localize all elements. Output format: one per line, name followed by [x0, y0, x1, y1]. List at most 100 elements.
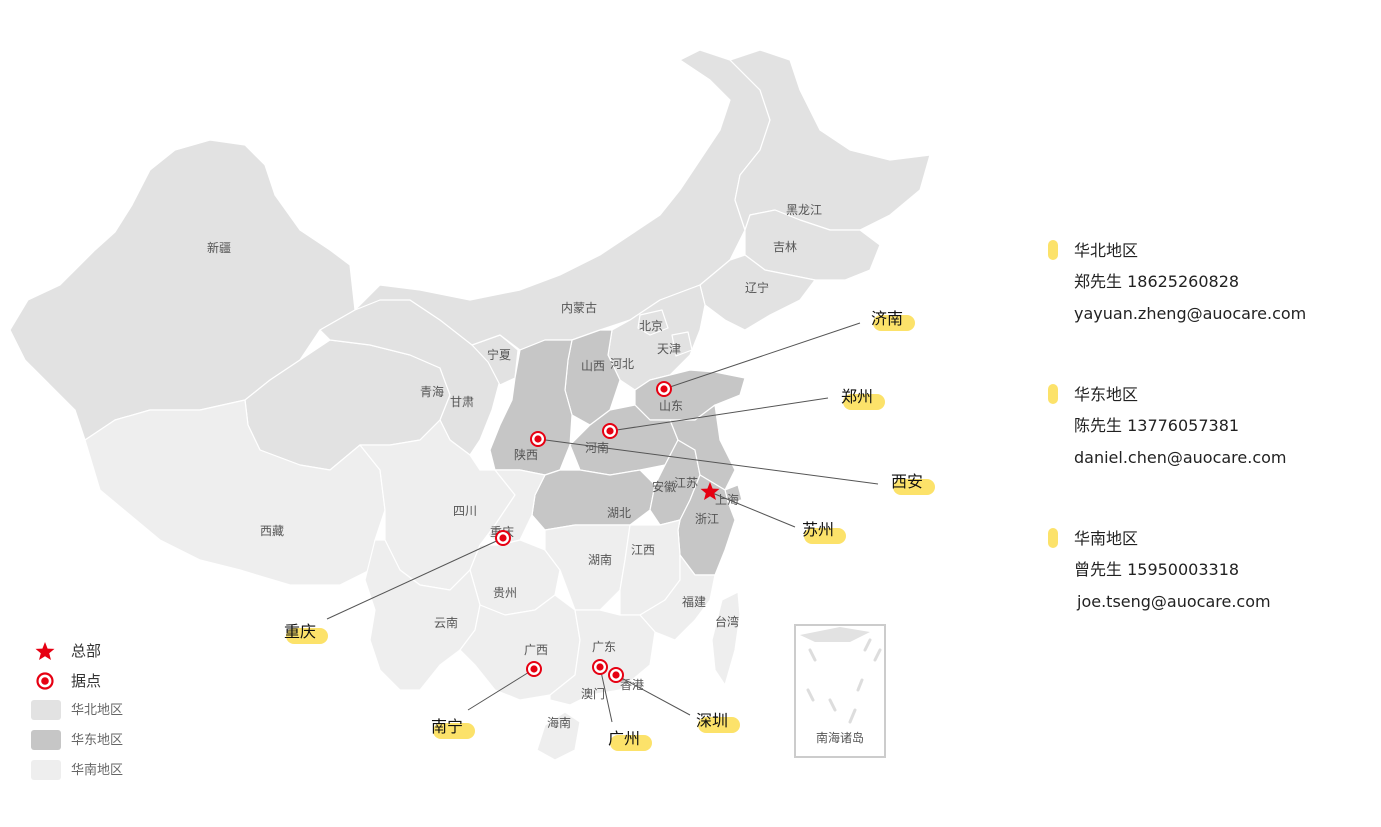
contact-east: 华东地区 陈先生 13776057381 daniel.chen@auocare… — [1048, 380, 1368, 524]
label-shanxi: 山西 — [581, 359, 605, 373]
label-taiwan: 台湾 — [715, 614, 739, 629]
marker-guangzhou[interactable] — [592, 659, 608, 675]
south-china-sea-inset: 南海诸岛 — [794, 624, 886, 758]
label-gansu: 甘肃 — [450, 395, 474, 409]
contact-region-heading: 华东地区 — [1048, 380, 1368, 410]
china-map: 南海诸岛 新疆 西藏 青海 甘肃 宁夏 内蒙古 黑龙江 吉林 辽宁 北京 天津 … — [9, 49, 935, 761]
label-shandong: 山东 — [659, 399, 683, 413]
leader-lines — [326, 322, 879, 723]
region-marker-icon — [1048, 240, 1058, 260]
province-taiwan — [711, 591, 741, 686]
label-guizhou: 贵州 — [493, 586, 517, 600]
target-icon — [36, 672, 54, 690]
label-zhejiang: 浙江 — [695, 512, 719, 526]
city-label-chongqing: 重庆 — [284, 622, 316, 641]
label-shaanxi: 陕西 — [514, 447, 538, 462]
label-jiangxi: 江西 — [631, 543, 655, 557]
legend-swatch-south — [31, 760, 61, 780]
legend-south: 华南地区 — [30, 756, 190, 786]
region-south — [84, 399, 741, 761]
legend-hq-label: 总部 — [71, 642, 102, 660]
legend-branch: 据点 — [30, 666, 190, 696]
contact-region-name: 华东地区 — [1074, 385, 1139, 404]
label-hubei: 湖北 — [607, 505, 631, 520]
label-guangdong: 广东 — [592, 640, 616, 654]
marker-jinan[interactable] — [656, 381, 672, 397]
contact-region-name: 华北地区 — [1074, 241, 1139, 260]
legend-north-label: 华北地区 — [71, 703, 124, 718]
province-hainan — [536, 711, 581, 761]
marker-xian[interactable] — [530, 431, 546, 447]
label-ningxia: 宁夏 — [487, 347, 511, 362]
label-sichuan: 四川 — [453, 504, 477, 518]
label-xinjiang: 新疆 — [207, 240, 231, 255]
contact-region-heading: 华南地区 — [1048, 524, 1368, 554]
label-anhui: 安徽 — [652, 479, 676, 494]
contact-person: 郑先生 18625260828 — [1074, 272, 1240, 291]
province-labels: 新疆 西藏 青海 甘肃 宁夏 内蒙古 黑龙江 吉林 辽宁 北京 天津 河北 山西… — [207, 203, 822, 730]
province-liaoning — [699, 254, 816, 331]
label-yunnan: 云南 — [434, 615, 458, 630]
star-icon — [35, 642, 55, 660]
label-liaoning: 辽宁 — [745, 280, 769, 295]
city-label-xian: 西安 — [891, 472, 923, 491]
label-heilongjiang: 黑龙江 — [786, 203, 822, 217]
city-label-jinan: 济南 — [871, 309, 903, 328]
city-label-guangzhou: 广州 — [608, 729, 640, 748]
contact-list: 华北地区 郑先生 18625260828 yayuan.zheng@auocar… — [1048, 236, 1368, 668]
label-jiangsu: 江苏 — [674, 476, 698, 490]
city-label-shenzhen: 深圳 — [696, 711, 728, 730]
contact-person: 曾先生 15950003318 — [1074, 560, 1240, 579]
province-hubei — [531, 469, 656, 531]
marker-shenzhen[interactable] — [608, 667, 624, 683]
label-nanhai: 南海诸岛 — [816, 730, 864, 745]
label-jilin: 吉林 — [773, 240, 797, 254]
region-marker-icon — [1048, 528, 1058, 548]
label-qinghai: 青海 — [420, 384, 444, 399]
legend-south-label: 华南地区 — [71, 763, 124, 778]
contact-email[interactable]: joe.tseng@auocare.com — [1077, 592, 1271, 611]
label-aomen: 澳门 — [581, 686, 605, 701]
label-hunan: 湖南 — [588, 552, 612, 567]
contact-south: 华南地区 曾先生 15950003318 joe.tseng@auocare.c… — [1048, 524, 1368, 668]
label-guangxi: 广西 — [524, 643, 548, 657]
label-beijing: 北京 — [639, 319, 663, 333]
city-label-zhengzhou: 郑州 — [841, 387, 873, 406]
contact-email[interactable]: daniel.chen@auocare.com — [1074, 448, 1287, 467]
province-guangdong — [549, 609, 656, 706]
contact-region-heading: 华北地区 — [1048, 236, 1368, 266]
contact-region-name: 华南地区 — [1074, 529, 1139, 548]
city-label-nanning: 南宁 — [431, 717, 463, 736]
region-north — [9, 49, 931, 471]
legend-swatch-north — [31, 700, 61, 720]
city-labels: 济南 郑州 西安 苏州 重庆 南宁 广州 深圳 — [284, 309, 935, 751]
contact-north: 华北地区 郑先生 18625260828 yayuan.zheng@auocar… — [1048, 236, 1368, 380]
province-fujian — [639, 554, 716, 641]
legend-hq: 总部 — [30, 636, 190, 666]
legend-swatch-east — [31, 730, 61, 750]
contact-person: 陈先生 13776057381 — [1074, 416, 1240, 435]
city-label-suzhou: 苏州 — [802, 520, 834, 539]
marker-chongqing[interactable] — [495, 530, 511, 546]
label-xizang: 西藏 — [260, 524, 284, 538]
legend-east: 华东地区 — [30, 726, 190, 756]
region-marker-icon — [1048, 384, 1058, 404]
label-henan: 河南 — [585, 440, 609, 455]
label-hebei: 河北 — [610, 357, 634, 371]
legend-branch-label: 据点 — [71, 672, 102, 690]
branch-markers — [495, 381, 672, 683]
province-beijing — [637, 309, 669, 336]
contact-email[interactable]: yayuan.zheng@auocare.com — [1074, 304, 1307, 323]
label-hainan: 海南 — [547, 715, 571, 730]
map-legend: 总部 据点 华北地区 华东地区 华南地区 — [30, 636, 190, 786]
hq-star-icon[interactable] — [700, 482, 720, 500]
legend-east-label: 华东地区 — [71, 733, 124, 748]
province-tianjin — [671, 331, 693, 357]
legend-north: 华北地区 — [30, 696, 190, 726]
marker-zhengzhou[interactable] — [602, 423, 618, 439]
marker-nanning[interactable] — [526, 661, 542, 677]
label-tianjin: 天津 — [657, 342, 681, 356]
label-xianggang: 香港 — [620, 678, 644, 692]
label-fujian: 福建 — [682, 594, 706, 609]
label-neimenggu: 内蒙古 — [561, 300, 597, 315]
